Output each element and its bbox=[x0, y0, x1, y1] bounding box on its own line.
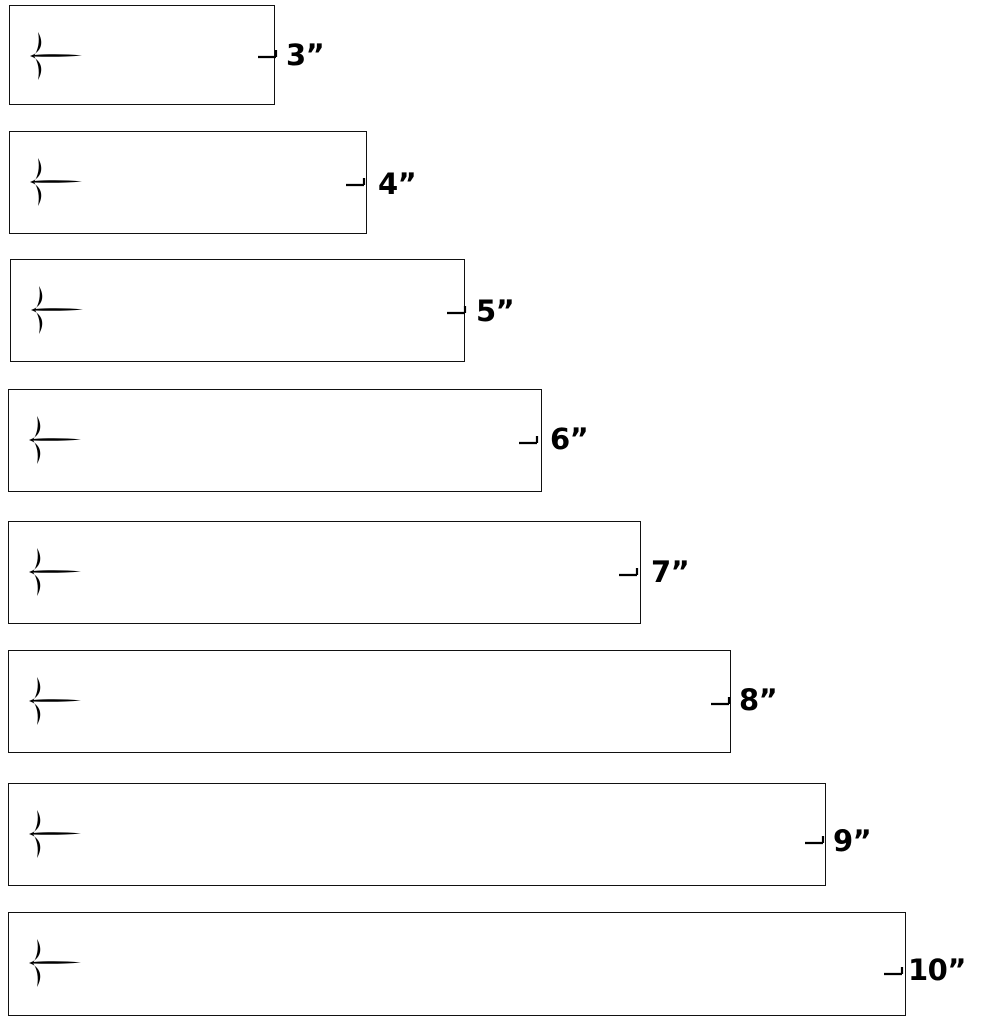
arrow-banner-4in bbox=[9, 131, 367, 234]
arrow-fletching-icon bbox=[29, 416, 81, 464]
arrow-fletching-icon bbox=[29, 810, 81, 858]
arrow-banner-10in bbox=[8, 912, 906, 1016]
arrow-fletching-icon bbox=[29, 548, 81, 596]
arrow-fletching-icon bbox=[31, 286, 83, 334]
arrow-banner-7in bbox=[8, 521, 641, 624]
arrow-banner-5in bbox=[10, 259, 467, 362]
size-label: 10” bbox=[908, 953, 966, 987]
size-row-5in: 5” bbox=[0, 259, 987, 363]
arrow-tip-icon bbox=[519, 436, 539, 445]
arrow-tip-icon bbox=[805, 836, 825, 845]
arrow-fletching-icon bbox=[30, 158, 82, 206]
arrow-banner-6in bbox=[8, 389, 542, 492]
arrow-banner-8in bbox=[8, 650, 731, 753]
arrow-tip-icon bbox=[711, 697, 731, 706]
arrow-banner-9in bbox=[8, 783, 826, 886]
arrow-tip-icon bbox=[346, 178, 366, 187]
arrow-fletching-icon bbox=[29, 939, 81, 987]
size-label: 6” bbox=[550, 422, 589, 456]
size-row-8in: 8” bbox=[0, 650, 987, 754]
size-row-4in: 4” bbox=[0, 131, 987, 235]
arrow-tip-icon bbox=[447, 306, 467, 315]
size-label: 4” bbox=[378, 167, 417, 201]
size-label: 7” bbox=[651, 555, 690, 589]
size-row-7in: 7” bbox=[0, 521, 987, 625]
arrow-fletching-icon bbox=[29, 677, 81, 725]
size-row-3in: 3” bbox=[0, 5, 987, 109]
arrow-tip-icon bbox=[619, 568, 639, 577]
size-row-10in: 10” bbox=[0, 912, 987, 1016]
arrow-banner-3in bbox=[9, 5, 278, 105]
size-label: 3” bbox=[286, 38, 325, 72]
arrow-tip-icon bbox=[258, 50, 278, 59]
size-row-6in: 6” bbox=[0, 389, 987, 493]
arrow-tip-icon bbox=[884, 967, 904, 976]
size-label: 8” bbox=[739, 683, 778, 717]
arrow-fletching-icon bbox=[30, 32, 82, 80]
size-row-9in: 9” bbox=[0, 783, 987, 887]
size-label: 5” bbox=[476, 294, 515, 328]
size-label: 9” bbox=[833, 824, 872, 858]
